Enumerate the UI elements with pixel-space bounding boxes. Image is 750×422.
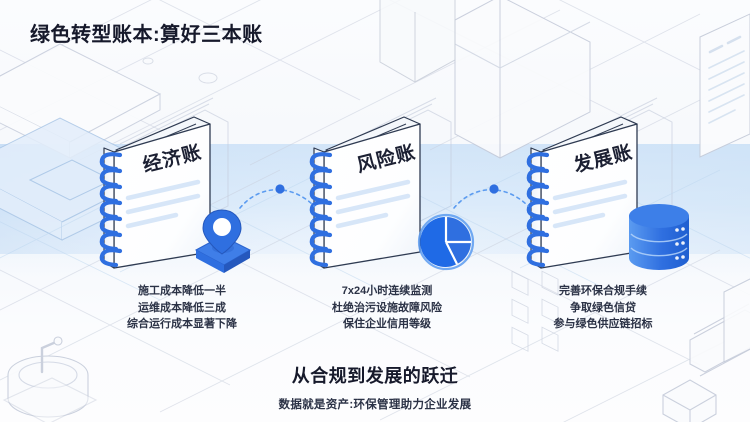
- arc-connector-2: [453, 184, 529, 209]
- caption-line: 杜绝治污设施故障风险: [332, 301, 442, 314]
- ledger-card-economic[interactable]: 经济账: [98, 112, 278, 277]
- database-icon: [629, 204, 689, 270]
- caption-line: 7x24小时连续监测: [341, 285, 433, 297]
- ledger-card-development[interactable]: 发展账: [525, 112, 705, 277]
- caption-line: 争取绿色信贷: [570, 301, 636, 314]
- caption-line: 保住企业信用等级: [343, 318, 431, 330]
- notebook-icon: [526, 116, 638, 269]
- notebook-icon: [309, 116, 421, 269]
- caption-line: 参与绿色供应链招标: [553, 318, 653, 330]
- footer-headline: 从合规到发展的跃迁: [291, 366, 459, 386]
- ledger-caption-development: 完善环保合规手续 争取绿色信贷 参与绿色供应链招标: [488, 283, 718, 333]
- page-title: 绿色转型账本:算好三本账: [30, 24, 263, 46]
- caption-line: 施工成本降低一半: [138, 285, 226, 297]
- caption-line: 完善环保合规手续: [559, 285, 647, 297]
- map-pin-icon: [194, 209, 252, 273]
- arc-connector-1: [239, 184, 315, 209]
- footer-subtitle: 数据就是资产:环保管理助力企业发展: [278, 399, 472, 411]
- ledger-card-risk[interactable]: 风险账: [308, 112, 488, 277]
- ledger-caption-economic: 施工成本降低一半 运维成本降低三成 综合运行成本显著下降: [67, 283, 297, 333]
- pie-chart-icon: [417, 213, 475, 271]
- ledger-caption-risk: 7x24小时连续监测 杜绝治污设施故障风险 保住企业信用等级: [272, 283, 502, 333]
- notebook-icon: [99, 116, 211, 269]
- caption-line: 综合运行成本显著下降: [127, 318, 237, 330]
- caption-line: 运维成本降低三成: [138, 301, 226, 314]
